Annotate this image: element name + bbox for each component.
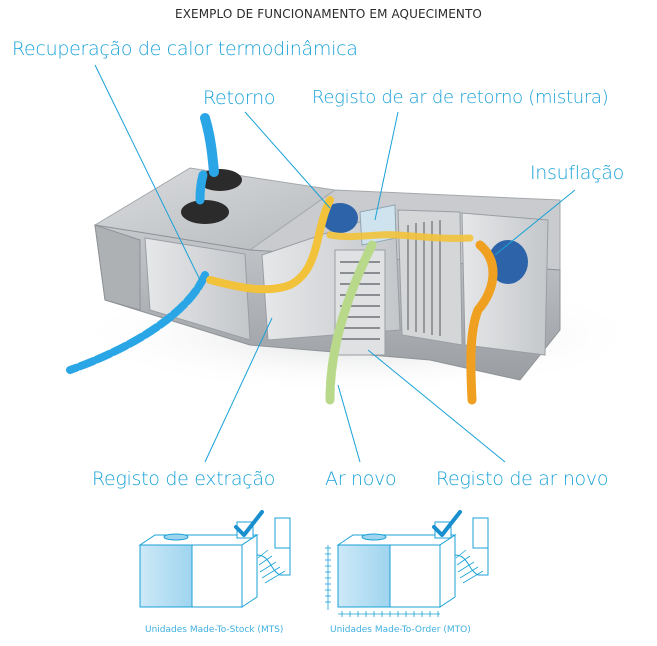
return-fan (322, 203, 358, 233)
leader-return (244, 111, 331, 209)
label-fresh-air: Ar novo (325, 468, 397, 490)
mto-unit-icon (325, 517, 489, 617)
page-title: EXEMPLO DE FUNCIONAMENTO EM AQUECIMENTO (175, 7, 482, 21)
supply-fan (488, 240, 528, 284)
label-supply: Insuflação (530, 162, 624, 184)
checkmark-icon (234, 510, 264, 537)
condenser-fan-front (181, 200, 229, 224)
exhaust-flow (66, 271, 209, 374)
fresh-air-damper (334, 249, 386, 356)
checkmark-icon (432, 510, 462, 537)
mixing-flow (326, 231, 474, 242)
condenser-fan-rear (198, 169, 242, 191)
supply-flow (466, 240, 498, 405)
exhaust-discharge-flow (200, 113, 219, 177)
label-exhaust-damper: Registo de extração (92, 468, 276, 490)
mts-unit-icon (138, 517, 291, 608)
leader-return-damper (374, 111, 399, 221)
leader-fresh-air (337, 384, 361, 463)
label-return: Retorno (203, 87, 276, 109)
leader-supply (494, 189, 576, 256)
exhaust-discharge-flow-2 (195, 170, 208, 205)
caption-mto: Unidades Made-To-Order (MTO) (330, 625, 471, 635)
leader-exhaust-damper (204, 317, 273, 463)
label-fresh-air-damper: Registo de ar novo (436, 468, 609, 490)
return-flow (206, 196, 334, 294)
coil-compartment (397, 209, 463, 346)
label-return-damper: Registo de ar de retorno (mistura) (312, 87, 609, 108)
fresh-air-flow (325, 240, 377, 405)
unit-end-face (94, 224, 141, 311)
leader-heat-recovery (94, 64, 201, 281)
label-heat-recovery: Recuperação de calor termodinâmica (12, 38, 358, 60)
leader-fresh-air-damper (367, 349, 506, 463)
caption-mts: Unidades Made-To-Stock (MTS) (145, 625, 284, 635)
